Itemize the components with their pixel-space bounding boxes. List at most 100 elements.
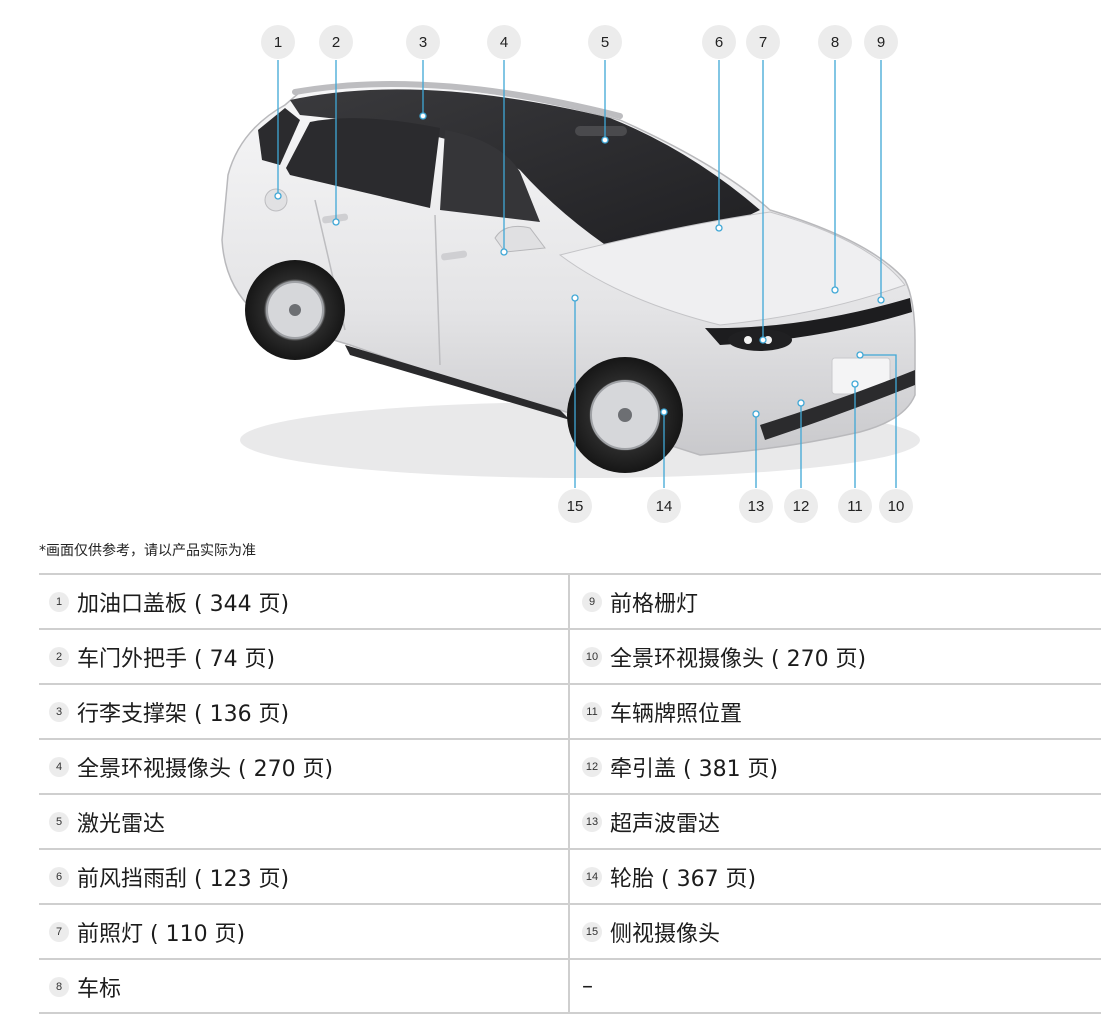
endpoint-10 [856, 351, 864, 359]
legend-item: 11 车辆牌照位置 [582, 685, 742, 738]
callout-14-label: 14 [656, 498, 673, 515]
item-label: 侧视摄像头 [610, 921, 721, 947]
vehicle-diagram: 1 2 3 4 5 6 7 8 9 10 11 12 13 14 15 [221, 25, 920, 523]
callout-15: 15 [558, 489, 592, 523]
item-number-badge: 11 [582, 701, 602, 722]
legend-item: 4 全景环视摄像头 ( 270 页) [49, 740, 333, 793]
item-label: 车辆牌照位置 [610, 701, 743, 727]
legend-item: 10 全景环视摄像头 ( 270 页) [582, 630, 866, 683]
item-label: 轮胎 ( 367 页) [610, 866, 757, 892]
callout-5: 5 [588, 25, 622, 59]
legend-item: 2 车门外把手 ( 74 页) [49, 630, 275, 683]
endpoint-14 [660, 408, 668, 416]
item-number-badge: 7 [49, 921, 69, 942]
legend-item-empty: – [582, 960, 593, 1013]
item-number-badge: 4 [49, 756, 69, 777]
callout-2: 2 [319, 25, 353, 59]
callout-badges: 1 2 3 4 5 6 7 8 9 10 11 12 13 14 15 [261, 25, 913, 523]
item-label: 前风挡雨刮 ( 123 页) [77, 866, 290, 892]
endpoint-4 [500, 248, 508, 256]
legend-item: 8 车标 [49, 960, 121, 1013]
endpoint-8 [831, 286, 839, 294]
callout-8: 8 [818, 25, 852, 59]
table-divider [39, 683, 1101, 685]
callout-5-label: 5 [601, 34, 609, 51]
legend-item: 12 牵引盖 ( 381 页) [582, 740, 778, 793]
item-number-badge: 1 [49, 591, 69, 612]
item-label: 超声波雷达 [610, 811, 721, 837]
table-divider [39, 958, 1101, 960]
legend-item: 9 前格栅灯 [582, 575, 698, 628]
callout-6-label: 6 [715, 34, 723, 51]
item-label: 激光雷达 [77, 811, 166, 837]
item-label: 加油口盖板 ( 344 页) [77, 591, 290, 617]
endpoint-3 [419, 112, 427, 120]
leader-lines [277, 60, 897, 488]
callout-11-label: 11 [847, 498, 863, 515]
table-divider [39, 793, 1101, 795]
callout-12-label: 12 [793, 498, 810, 515]
endpoint-6 [715, 224, 723, 232]
endpoint-12 [797, 399, 805, 407]
item-label: 行李支撑架 ( 136 页) [77, 701, 290, 727]
legend-item: 1 加油口盖板 ( 344 页) [49, 575, 289, 628]
item-label: 全景环视摄像头 ( 270 页) [77, 756, 334, 782]
item-label: 全景环视摄像头 ( 270 页) [610, 646, 867, 672]
item-label: 车标 [77, 976, 122, 1002]
item-number-badge: 14 [582, 866, 602, 887]
callout-7: 7 [746, 25, 780, 59]
legend-item: 14 轮胎 ( 367 页) [582, 850, 756, 903]
callout-11: 11 [838, 489, 872, 523]
endpoint-7 [759, 336, 767, 344]
item-number-badge: 5 [49, 811, 69, 832]
item-number-badge: 10 [582, 646, 602, 667]
disclaimer-note: *画面仅供参考，请以产品实际为准 [39, 543, 256, 559]
item-label-placeholder: – [582, 974, 593, 999]
callout-1-label: 1 [274, 34, 282, 51]
endpoint-9 [877, 296, 885, 304]
callout-8-label: 8 [831, 34, 839, 51]
table-divider [39, 848, 1101, 850]
callout-9: 9 [864, 25, 898, 59]
callout-4-label: 4 [500, 34, 508, 51]
item-number-badge: 12 [582, 756, 602, 777]
car-illustration [221, 81, 920, 478]
item-number-badge: 2 [49, 646, 69, 667]
endpoint-5 [601, 136, 609, 144]
leader-endpoints [274, 112, 885, 418]
callout-9-label: 9 [877, 34, 885, 51]
callout-3: 3 [406, 25, 440, 59]
legend-item: 15 侧视摄像头 [582, 905, 720, 958]
table-divider [39, 903, 1101, 905]
item-label: 前格栅灯 [610, 591, 699, 617]
item-label: 牵引盖 ( 381 页) [610, 756, 779, 782]
legend-item: 7 前照灯 ( 110 页) [49, 905, 245, 958]
callout-14: 14 [647, 489, 681, 523]
callout-3-label: 3 [419, 34, 427, 51]
endpoint-11 [851, 380, 859, 388]
leader-line-10 [860, 354, 897, 488]
callout-4: 4 [487, 25, 521, 59]
callout-12: 12 [784, 489, 818, 523]
legend-item: 13 超声波雷达 [582, 795, 720, 848]
table-divider [39, 628, 1101, 630]
callout-6: 6 [702, 25, 736, 59]
endpoint-1 [274, 192, 282, 200]
table-divider [39, 738, 1101, 740]
endpoint-13 [752, 410, 760, 418]
table-divider [39, 1012, 1101, 1014]
endpoint-2 [332, 218, 340, 226]
callout-13: 13 [739, 489, 773, 523]
item-number-badge: 6 [49, 866, 69, 887]
callout-1: 1 [261, 25, 295, 59]
endpoint-15 [571, 294, 579, 302]
item-number-badge: 13 [582, 811, 602, 832]
column-divider [568, 573, 570, 1014]
item-label: 前照灯 ( 110 页) [77, 921, 246, 947]
item-number-badge: 8 [49, 976, 69, 997]
item-label: 车门外把手 ( 74 页) [77, 646, 276, 672]
item-number-badge: 3 [49, 701, 69, 722]
legend-item: 3 行李支撑架 ( 136 页) [49, 685, 289, 738]
callout-2-label: 2 [332, 34, 340, 51]
legend-item: 6 前风挡雨刮 ( 123 页) [49, 850, 289, 903]
